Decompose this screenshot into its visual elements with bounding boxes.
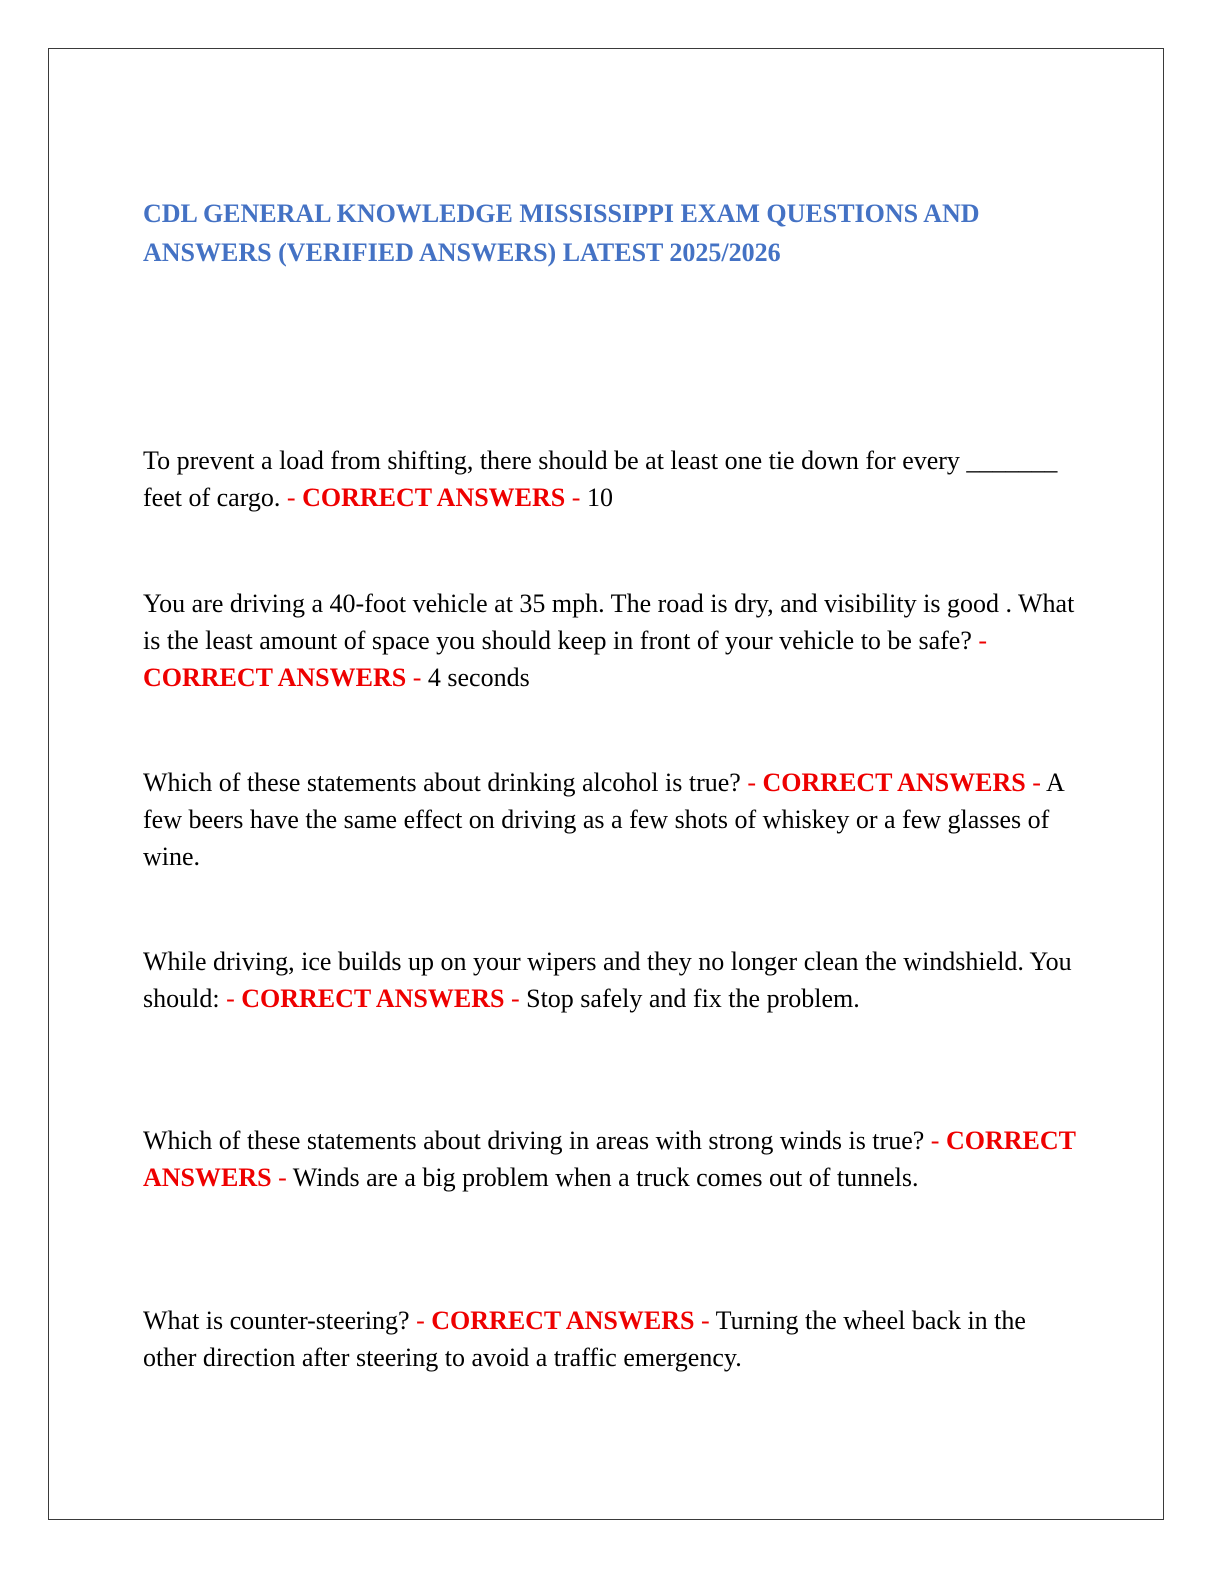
correct-answers-marker: CORRECT ANSWERS [143,663,407,692]
answer-text: A few beers have the same effect on driv… [143,768,1064,871]
correct-answers-marker: CORRECT ANSWERS [302,483,566,512]
correct-answers-marker: CORRECT ANSWERS [241,984,505,1013]
separator: - [571,483,581,512]
qa-item-1: To prevent a load from shifting, there s… [143,442,1078,516]
separator: - [286,483,296,512]
answer-text: 10 [586,483,613,512]
correct-answers-marker: CORRECT ANSWERS [762,768,1026,797]
qa-item-6: What is counter-steering? - CORRECT ANSW… [143,1302,1078,1376]
question-text: Which of these statements about drinking… [143,768,741,797]
separator: - [978,626,988,655]
question-text: While driving, ice builds up on your wip… [143,947,1072,1013]
answer-text: Turning the wheel back in the other dire… [143,1306,1026,1372]
question-text: You are driving a 40-foot vehicle at 35 … [143,589,1075,655]
correct-answers-marker: CORRECT ANSWERS [143,1126,1076,1192]
separator: - [930,1126,940,1155]
question-text: To prevent a load from shifting, there s… [143,446,1058,512]
separator: - [747,768,757,797]
page-border [48,48,1164,1520]
separator: - [278,1163,287,1192]
correct-answers-marker: CORRECT ANSWERS [431,1306,695,1335]
document-title: CDL GENERAL KNOWLEDGE MISSISSIPPI EXAM Q… [143,199,980,267]
separator: - [700,1306,710,1335]
qa-item-2: You are driving a 40-foot vehicle at 35 … [143,585,1078,696]
qa-item-4: While driving, ice builds up on your wip… [143,943,1078,1017]
question-text: What is counter-steering? [143,1306,410,1335]
qa-item-5: Which of these statements about driving … [143,1122,1078,1196]
qa-item-3: Which of these statements about drinking… [143,764,1078,875]
answer-text: 4 seconds [427,663,530,692]
separator: - [226,984,235,1013]
separator: - [510,984,520,1013]
separator: - [412,663,422,692]
separator: - [416,1306,425,1335]
question-text: Which of these statements about driving … [143,1126,925,1155]
answer-text: Stop safely and fix the problem. [526,984,860,1013]
separator: - [1032,768,1041,797]
answer-text: Winds are a big problem when a truck com… [292,1163,919,1192]
